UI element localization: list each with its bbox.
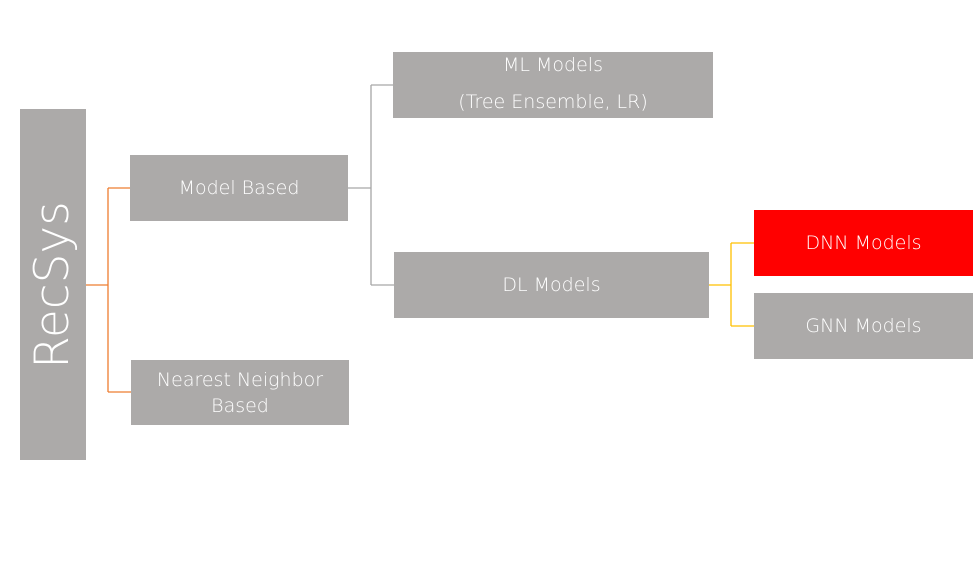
nearest-neighbor-label-line2: Based: [211, 394, 269, 417]
model-based-label: Model Based: [178, 177, 300, 199]
dnn-models-node: DNN Models: [754, 210, 973, 276]
ml-models-label-line2: (Tree Ensemble, LR): [458, 91, 648, 113]
ml-models-node: ML Models (Tree Ensemble, LR): [393, 52, 713, 118]
dl-models-label: DL Models: [502, 274, 601, 296]
dl-connector: [709, 242, 754, 327]
model-based-connector: [348, 84, 394, 286]
gnn-models-label: GNN Models: [805, 315, 922, 337]
dl-models-node: DL Models: [394, 252, 709, 318]
dnn-models-label: DNN Models: [805, 232, 922, 254]
nearest-neighbor-based-node: Nearest Neighbor Based: [131, 360, 349, 425]
ml-models-label-line1: ML Models: [503, 54, 603, 76]
model-based-node: Model Based: [130, 155, 348, 221]
root-connector: [86, 187, 131, 393]
gnn-models-node: GNN Models: [754, 293, 973, 359]
nearest-neighbor-label-line1: Nearest Neighbor: [156, 368, 324, 391]
recsys-node: RecSys: [20, 109, 86, 460]
recsys-label: RecSys: [25, 200, 80, 369]
